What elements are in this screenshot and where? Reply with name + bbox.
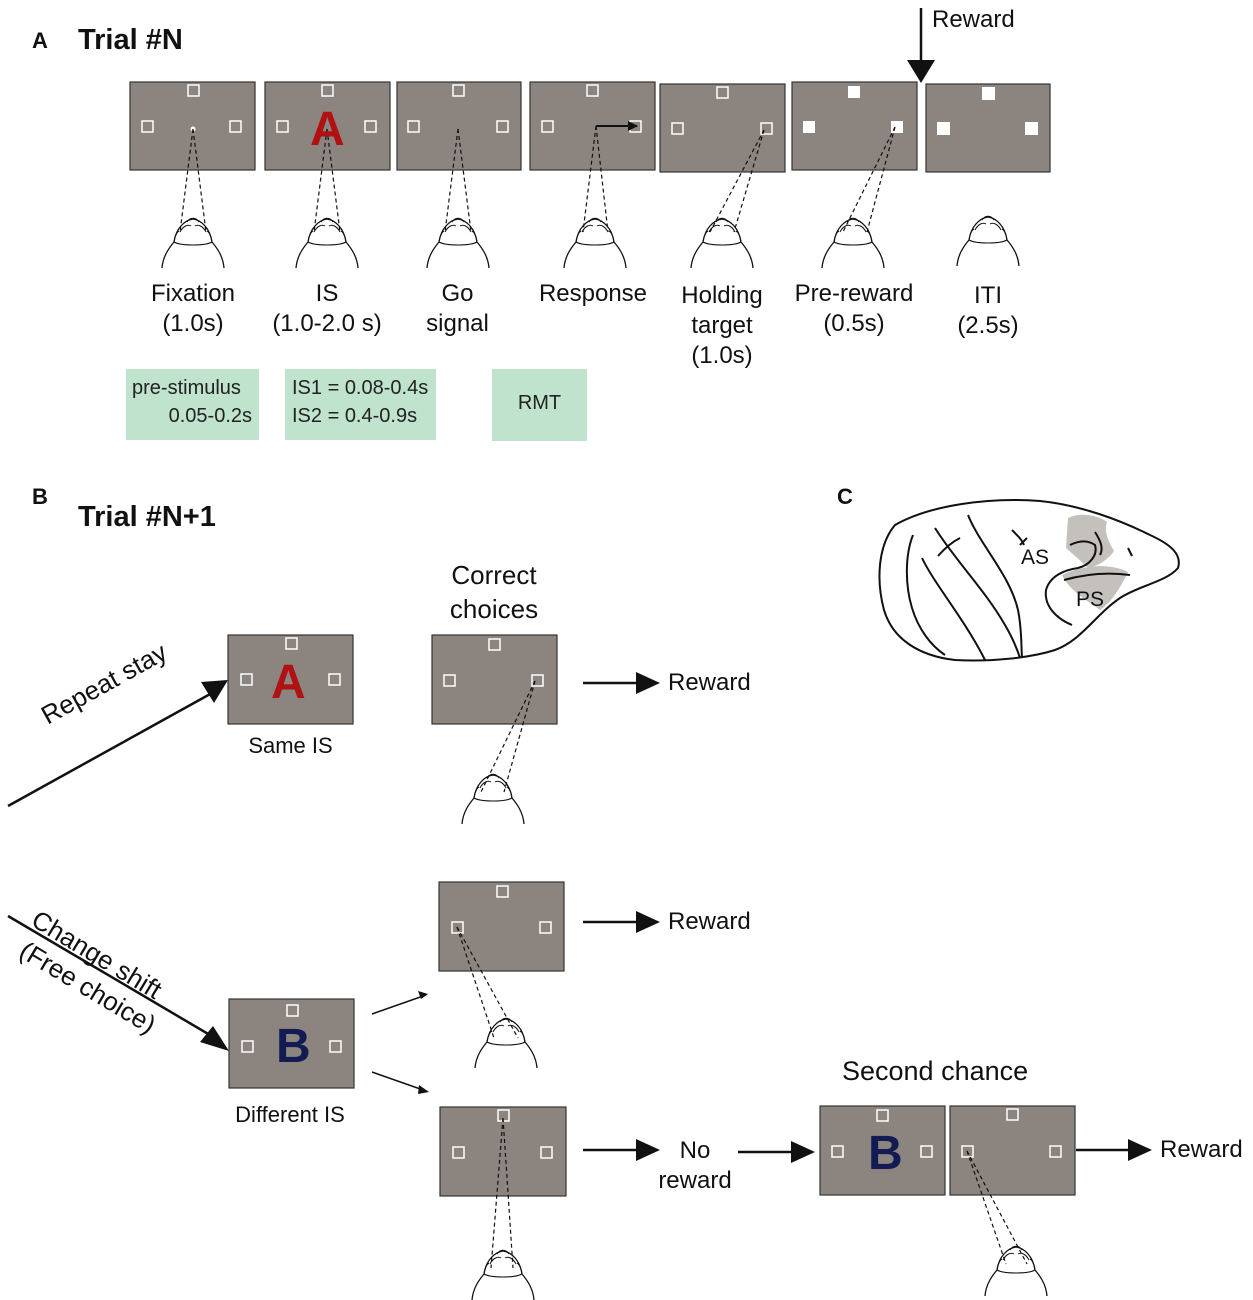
stage-name: IS <box>315 280 339 307</box>
stage-name: Pre-reward <box>794 280 914 307</box>
prestim-line-1: pre-stimulus <box>132 377 241 399</box>
no-reward-arrow <box>583 1139 660 1161</box>
as-label: AS <box>1021 546 1050 569</box>
stage-name: ITI <box>974 282 1002 309</box>
stage-detail: target <box>691 312 753 339</box>
panel-c-letter: C <box>837 484 853 509</box>
screen-fixation <box>129 81 256 269</box>
screen-holding-target <box>659 83 786 269</box>
is2-line: IS2 = 0.4-0.9s <box>292 405 418 427</box>
reward-arrow-b3 <box>1076 1139 1152 1161</box>
stage-name: Response <box>538 280 648 307</box>
stimulus-letter-a-repeat: A <box>271 656 306 709</box>
stimulus-letter-b-second: B <box>868 1127 903 1180</box>
timing-box-rmt: RMT <box>492 369 587 441</box>
stage-is: IS (1.0-2.0 s) <box>262 279 392 339</box>
no-reward-line-1: No <box>679 1137 711 1164</box>
stage-name: Go <box>441 280 474 307</box>
screen-go-signal <box>396 81 522 269</box>
reward-arrow-b1 <box>583 672 660 694</box>
stage-holding-target: Holding target (1.0s) <box>663 281 781 371</box>
rmt-label: RMT <box>517 392 562 414</box>
stage-detail: (0.5s) <box>823 310 885 337</box>
screen-iti <box>925 83 1051 267</box>
screen-pre-reward <box>791 81 918 269</box>
no-reward-line-2: reward <box>658 1167 732 1194</box>
screen-different-is <box>228 998 355 1089</box>
stage-go-signal: Go signal <box>400 279 515 339</box>
is1-line: IS1 = 0.08-0.4s <box>292 377 429 399</box>
stage-detail: signal <box>426 310 489 337</box>
reward-label-b1: Reward <box>668 669 751 696</box>
timing-box-prestimulus: pre-stimulus 0.05-0.2s <box>126 369 259 440</box>
stage-fixation: Fixation (1.0s) <box>133 279 253 339</box>
stage-response: Response <box>528 279 658 309</box>
screen-correct-choice <box>431 634 558 825</box>
change-shift-arrow <box>7 914 229 1051</box>
reward-label-b2: Reward <box>668 908 751 935</box>
stage-iti: ITI (2.5s) <box>940 281 1036 341</box>
screen-free-choice-rewarded <box>438 881 565 1069</box>
prestim-line-2: 0.05-0.2s <box>168 405 252 427</box>
second-chance-arrow <box>738 1141 815 1163</box>
correct-choices-line-2: choices <box>449 594 539 624</box>
ps-label: PS <box>1076 588 1105 611</box>
reward-arrow-b2 <box>583 911 660 933</box>
branch-arrow-up <box>371 991 428 1015</box>
panel-b-letter: B <box>32 484 48 509</box>
correct-choices-line-1: Correct <box>451 560 537 590</box>
stage-pre-reward: Pre-reward (0.5s) <box>788 279 920 339</box>
stage-name: Holding <box>681 282 763 309</box>
same-is-label: Same IS <box>248 733 333 758</box>
screen-free-choice-unrewarded <box>439 1106 567 1300</box>
stage-detail-2: (1.0s) <box>691 342 753 369</box>
stage-name: Fixation <box>150 280 236 307</box>
stage-detail: (1.0-2.0 s) <box>272 310 382 337</box>
panel-b-title: Trial #N+1 <box>78 501 216 533</box>
stage-detail: (2.5s) <box>957 312 1019 339</box>
reward-arrow-a <box>907 8 935 83</box>
panel-a-letter: A <box>32 28 48 53</box>
stimulus-letter-b: B <box>276 1020 311 1073</box>
screen-second-chance-choice <box>949 1105 1076 1297</box>
repeat-stay-arrow <box>7 680 228 808</box>
panel-a-title: Trial #N <box>78 24 183 56</box>
correct-choices-heading: Correct choices <box>430 558 558 626</box>
brain-illustration <box>878 499 1180 662</box>
timing-box-is: IS1 = 0.08-0.4s IS2 = 0.4-0.9s <box>285 369 436 440</box>
screen-second-chance-is <box>819 1105 946 1196</box>
second-chance-heading: Second chance <box>842 1056 1029 1086</box>
no-reward-label: No reward <box>650 1136 740 1196</box>
stage-detail: (1.0s) <box>162 310 224 337</box>
different-is-label: Different IS <box>235 1102 345 1127</box>
reward-label-b3: Reward <box>1160 1136 1243 1163</box>
screen-response <box>529 81 656 269</box>
screen-is <box>264 81 391 269</box>
branch-arrow-down <box>371 1071 429 1094</box>
screen-same-is <box>227 634 354 725</box>
stimulus-letter-a: A <box>310 103 345 156</box>
reward-label-a: Reward <box>932 6 1015 33</box>
